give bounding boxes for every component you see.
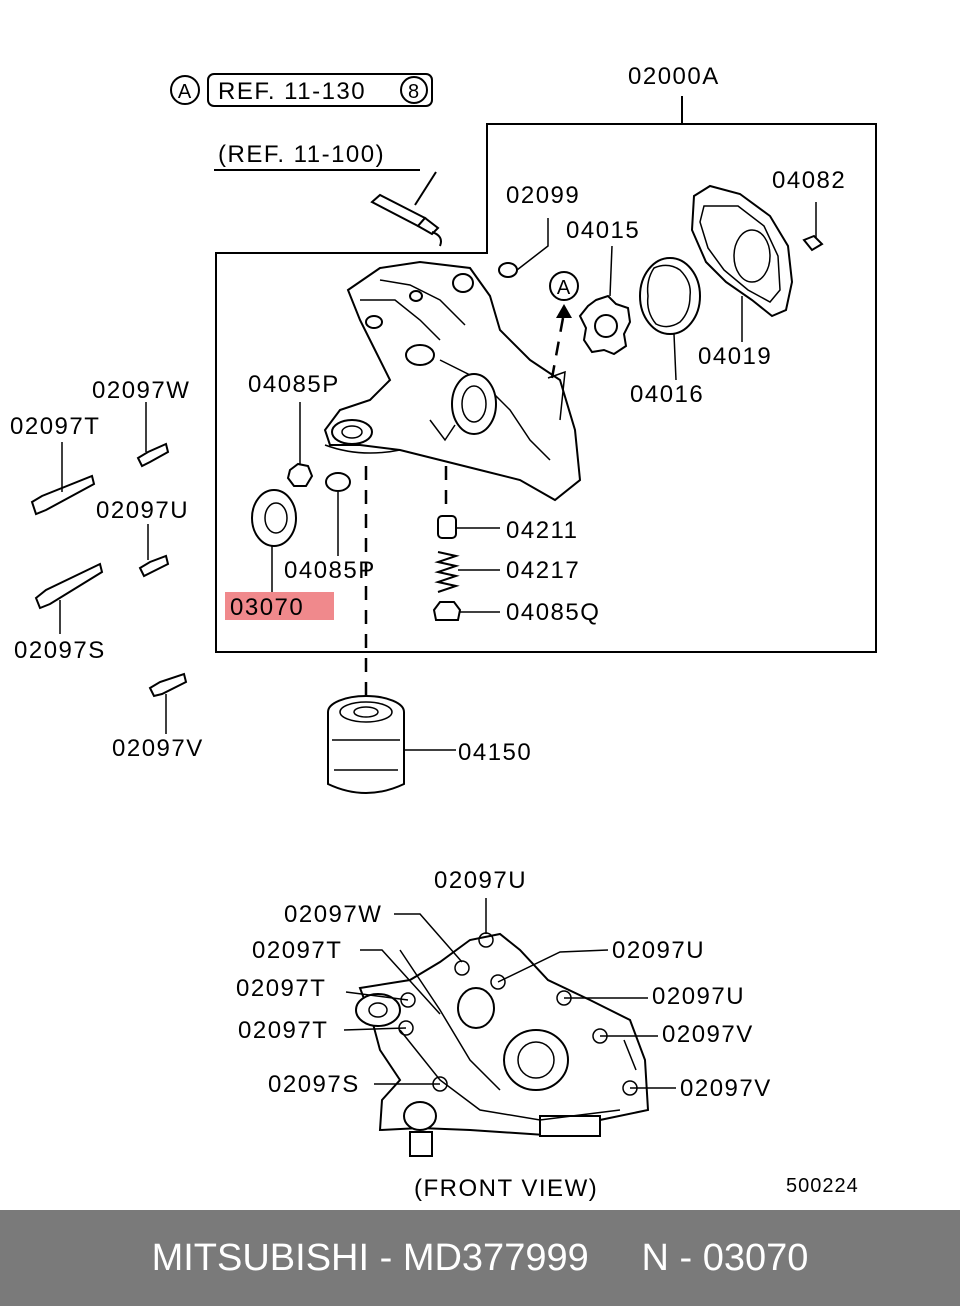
part-03070-oil-seal: 03070 [225,489,334,621]
bolt-02097t-label: 02097T [10,413,100,440]
part-04019-label: 04019 [698,343,772,370]
footer-separator: - [369,1236,403,1279]
part-04217-label: 04217 [506,557,580,584]
parts-diagram: A REF. 11-130 8 (REF. 11-100) 02000A [10,63,877,1202]
part-03070-label: 03070 [230,594,304,621]
bolt-02097s: 02097S [14,562,106,664]
part-04016-outer-rotor: 04016 [630,257,704,408]
highlight-box [225,592,334,620]
footer-gap [589,1237,642,1280]
front-view-caption: (FRONT VIEW) [414,1175,598,1202]
bolt-02097u: 02097U [96,497,189,578]
oil-pump-body [323,260,582,502]
part-number: MD377999 [402,1236,589,1279]
front-view-labels: 02097U 02097W 02097T 02097U 02097T 02097… [236,867,772,1102]
ref-130-circle-number: 8 [408,81,420,103]
bolt-02097v-label: 02097V [112,735,204,762]
front-02097t-1-label: 02097T [252,937,342,964]
part-04085p-plug-bottom: 04085P [284,472,376,584]
part-04085p-bottom-label: 04085P [284,557,376,584]
part-04217-relief-spring: 04217 [434,551,580,593]
ref-marker-a: A [178,81,192,103]
bolt-02097v: 02097V [112,672,204,762]
arrow-marker-a: A [549,271,579,379]
sealant-tube-icon [370,193,442,247]
ref-code: 03070 [702,1236,809,1279]
part-04082-label: 04082 [772,167,846,194]
assembly-02000a-box: 02000A [215,63,877,653]
part-02099-plug: 02099 [498,182,580,278]
part-04211-label: 04211 [506,517,578,544]
front-02097u-2-label: 02097U [612,937,705,964]
diagram-number: 500224 [786,1175,859,1197]
front-02097v-2-label: 02097V [680,1075,772,1102]
part-04150-oil-filter: 04150 [327,695,532,794]
ref-11-130-callout: A REF. 11-130 8 [170,73,433,107]
bolt-02097w-label: 02097W [92,377,190,404]
front-02097t-3-label: 02097T [238,1017,328,1044]
ref-11-100-label: (REF. 11-100) [218,141,385,168]
part-04082-screw: 04082 [772,167,846,252]
front-02097u-3-label: 02097U [652,983,745,1010]
bolt-02097t: 02097T [10,413,100,516]
part-04085q-label: 04085Q [506,599,600,626]
bolt-02097s-label: 02097S [14,637,106,664]
part-04019-pump-cover: 04019 [690,184,794,370]
part-04085p-plug-top: 04085P [248,371,340,487]
part-04015-label: 04015 [566,217,640,244]
ref-prefix: N - [641,1236,703,1279]
part-info-footer: MITSUBISHI - MD377999 N - 03070 [0,1210,960,1306]
part-04016-label: 04016 [630,381,704,408]
front-02097w-label: 02097W [284,901,382,928]
front-02097v-1-label: 02097V [662,1021,754,1048]
front-02097s-label: 02097S [268,1071,360,1098]
front-02097u-top-label: 02097U [434,867,527,894]
part-04211-relief-plunger: 04211 [437,515,578,544]
marker-a-label: A [557,277,571,299]
part-04085p-top-label: 04085P [248,371,340,398]
ref-11-100-callout: (REF. 11-100) [214,141,442,247]
part-04085q-plug: 04085Q [432,599,600,626]
front-02097t-2-label: 02097T [236,975,326,1002]
bolt-02097w: 02097W [92,377,190,468]
front-view-drawing [355,932,650,1157]
part-02099-label: 02099 [506,182,580,209]
bolt-02097u-label: 02097U [96,497,189,524]
assembly-label: 02000A [628,63,720,90]
part-04150-label: 04150 [458,739,532,766]
ref-11-130-label: REF. 11-130 [218,78,366,105]
part-04015-inner-rotor: 04015 [566,217,640,356]
brand-name: MITSUBISHI [151,1236,370,1279]
